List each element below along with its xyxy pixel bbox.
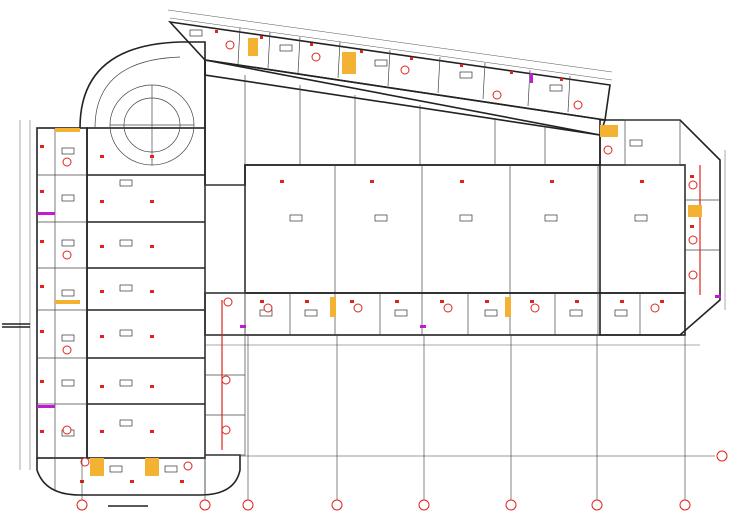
right-wing <box>599 119 726 336</box>
color-accents <box>37 38 721 476</box>
red-markers <box>40 30 701 483</box>
axis-marker-8 <box>679 499 691 511</box>
axis-marker-right <box>716 450 728 462</box>
axis-marker-7 <box>591 499 603 511</box>
axis-marker-3 <box>242 499 254 511</box>
axis-marker-4 <box>331 499 343 511</box>
top-angled-wing <box>167 9 613 136</box>
room-tags <box>61 29 648 473</box>
axis-marker-1 <box>76 499 88 511</box>
axis-marker-5 <box>418 499 430 511</box>
grid-axes <box>2 323 715 507</box>
axis-marker-6 <box>505 499 517 511</box>
curved-corner <box>79 41 206 166</box>
axis-marker-2 <box>199 499 211 511</box>
room-bubbles <box>62 40 698 471</box>
left-wing <box>19 120 241 496</box>
